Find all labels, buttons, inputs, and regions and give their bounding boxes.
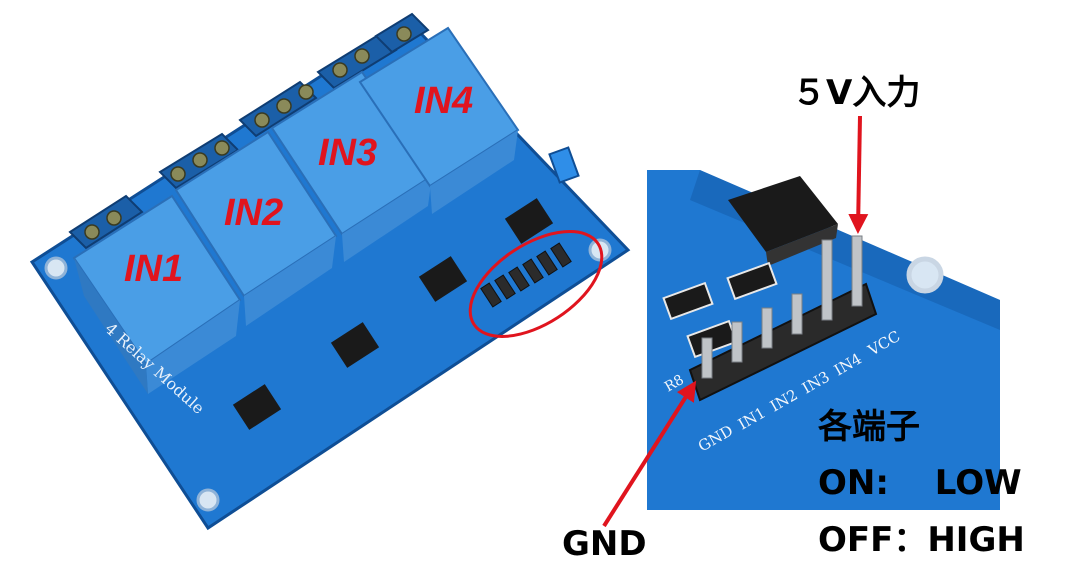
zoom-optocoupler	[728, 176, 838, 266]
relay-board: 4 Relay Module	[29, 12, 631, 531]
terminals-heading: 各端子	[818, 407, 920, 447]
relay-label-in4: IN4	[414, 80, 474, 122]
relay-label-in3: IN3	[318, 132, 378, 174]
gnd-arrow	[602, 380, 697, 528]
terminal-screws	[84, 26, 412, 240]
optocouplers	[232, 198, 554, 430]
header-highlight-ellipse	[468, 230, 604, 338]
relay-2	[174, 130, 338, 326]
relay-label-in2: IN2	[224, 192, 284, 234]
mounting-hole	[196, 488, 220, 512]
relay-1	[72, 194, 242, 394]
gnd-label: GND	[562, 524, 647, 564]
on-state-label: ON: LOW	[818, 463, 1022, 503]
relay-4	[358, 26, 520, 214]
vcc-jumper	[548, 146, 580, 184]
relay-label-in1: IN1	[124, 248, 184, 290]
zoom-view: GND IN1 IN2 IN3 IN4 VCC R8	[647, 170, 1000, 510]
zoom-resistor	[662, 281, 714, 321]
zoom-header-pins	[701, 235, 863, 379]
zoom-mounting-hole	[906, 256, 944, 294]
header-pins	[480, 242, 572, 308]
vcc-input-label: ５V入力	[792, 73, 921, 113]
zoom-resistor	[726, 261, 778, 301]
off-state-label: OFF：HIGH	[818, 520, 1025, 560]
mounting-hole	[44, 256, 68, 280]
vcc-arrow	[848, 115, 869, 234]
